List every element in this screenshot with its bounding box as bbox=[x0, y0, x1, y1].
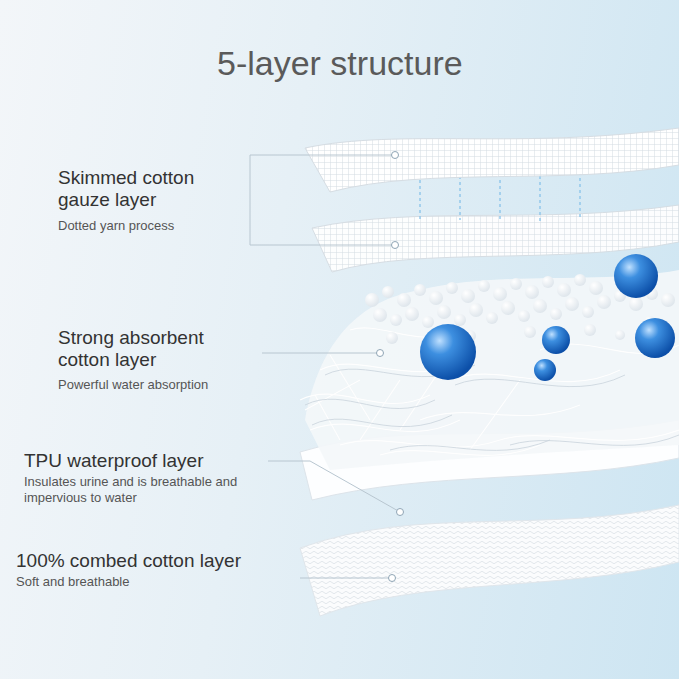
layer-note: Insulates urine and is breathable and im… bbox=[24, 474, 246, 506]
layer-note: Soft and breathable bbox=[16, 574, 129, 590]
layer-name: Strong absorbent cotton layer bbox=[58, 327, 248, 371]
layer-name: 100% combed cotton layer bbox=[16, 550, 241, 572]
layer-note: Dotted yarn process bbox=[58, 218, 174, 234]
layer-name: Skimmed cotton gauze layer bbox=[58, 167, 230, 211]
layer-note: Powerful water absorption bbox=[58, 377, 208, 393]
layer-name: TPU waterproof layer bbox=[24, 450, 204, 472]
diagram-title: 5-layer structure bbox=[217, 44, 463, 83]
